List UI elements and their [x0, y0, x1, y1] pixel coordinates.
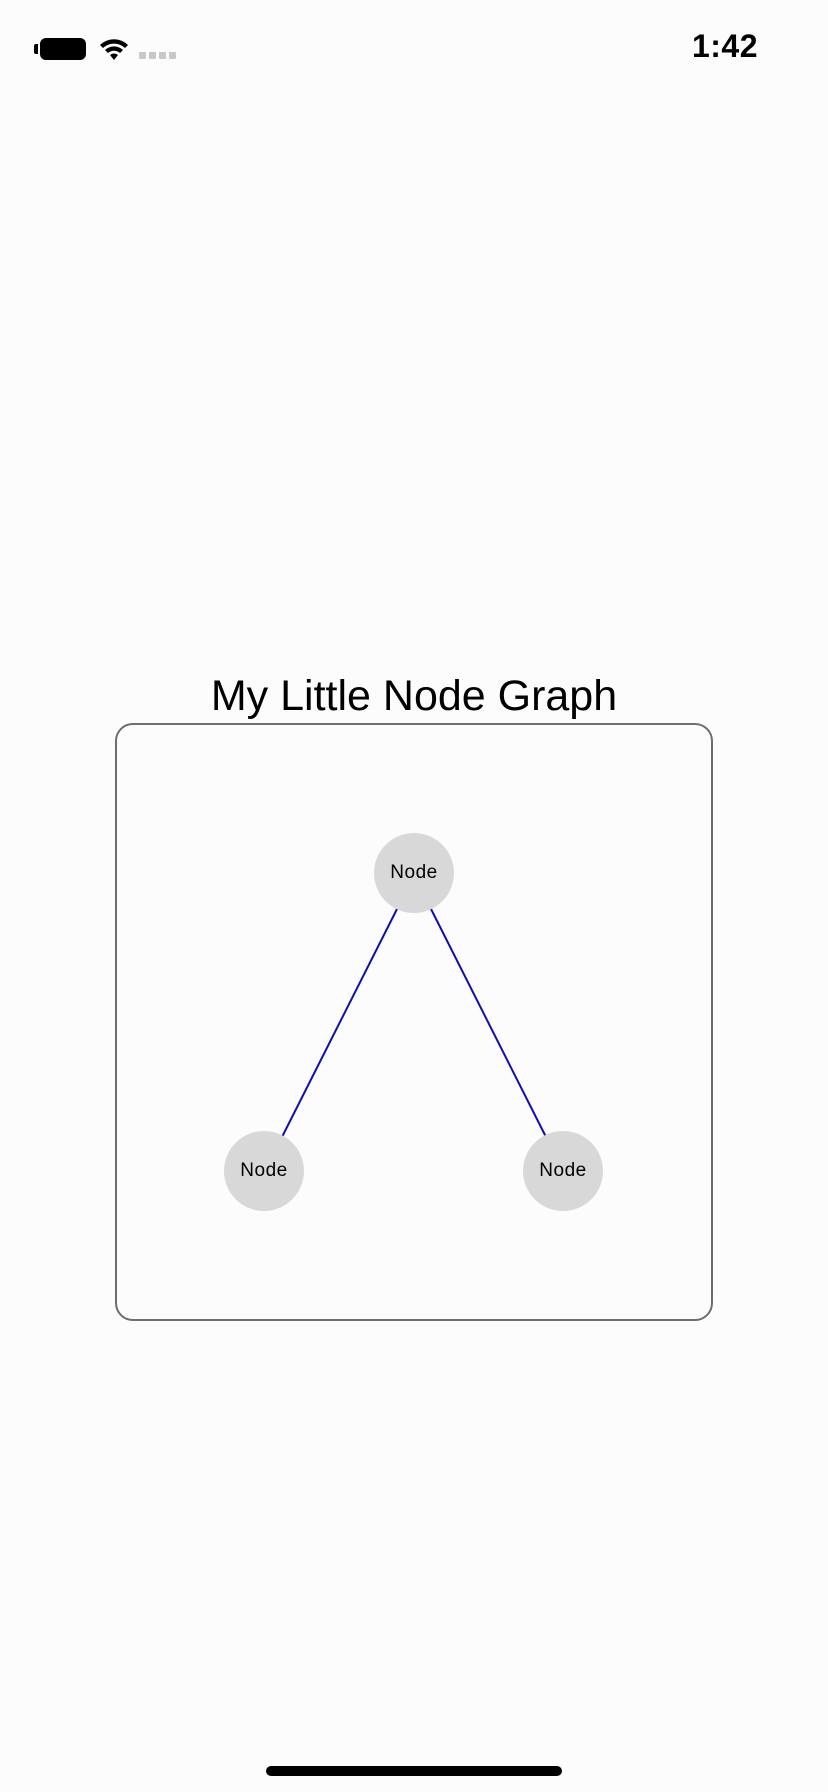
wifi-icon	[100, 39, 128, 60]
status-bar: 1:42	[0, 0, 828, 100]
page-title: My Little Node Graph	[210, 672, 618, 720]
status-time: 1:42	[691, 28, 758, 64]
graph-edge-root-right	[430, 908, 547, 1138]
battery-icon	[40, 38, 86, 60]
graph-node-root[interactable]: Node	[374, 833, 454, 913]
graph-node-left[interactable]: Node	[224, 1131, 304, 1211]
graph-edge-root-left	[281, 908, 398, 1138]
home-indicator[interactable]	[266, 1766, 562, 1776]
graph-canvas[interactable]	[115, 723, 713, 1321]
graph-node-label: Node	[539, 1160, 587, 1181]
graph-node-label: Node	[390, 862, 438, 883]
battery-tip	[34, 44, 38, 54]
graph-node-right[interactable]: Node	[523, 1131, 603, 1211]
cellular-signal-icon	[139, 52, 179, 60]
graph-node-label: Node	[240, 1160, 288, 1181]
